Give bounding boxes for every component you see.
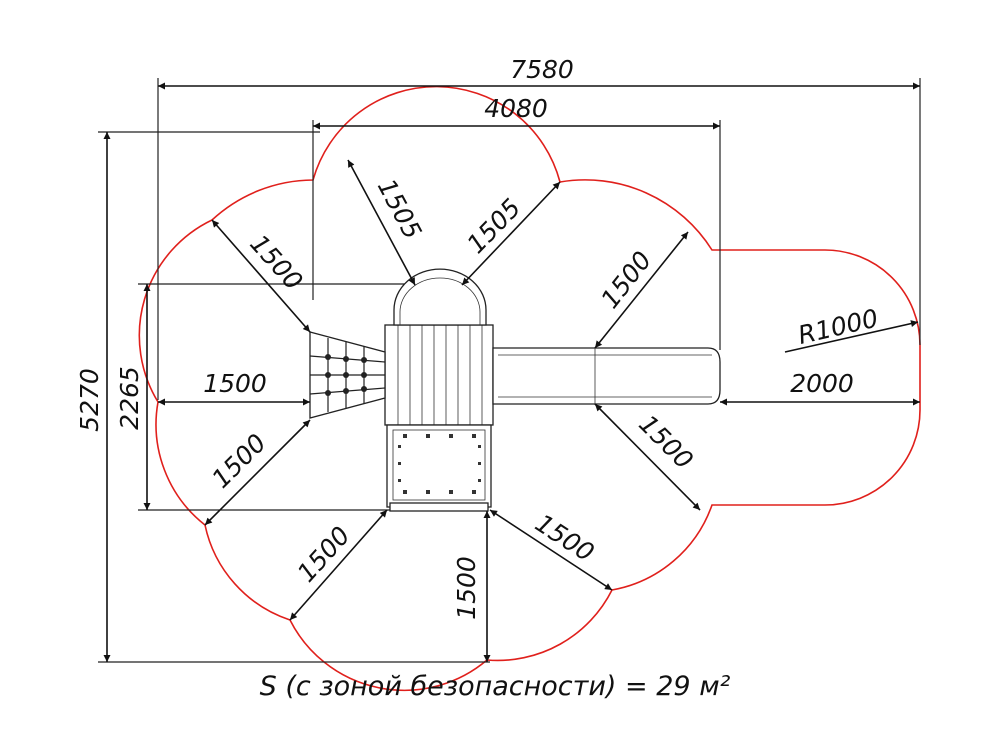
- area-caption: S (с зоной безопасности) = 29 м²: [260, 671, 731, 702]
- dim-structure-width: 4080: [484, 94, 548, 123]
- dim-radius-upper-left: 1500: [244, 229, 308, 296]
- slide: [492, 347, 721, 405]
- dim-radius-slide-lower: 1500: [633, 409, 698, 474]
- tower-deck: [384, 324, 494, 426]
- dim-slide-corner-radius: R1000: [795, 303, 880, 349]
- platform-step: [389, 502, 489, 512]
- dim-radius-left: 1500: [203, 369, 267, 398]
- deck-boards: [397, 325, 483, 425]
- safety-zone-outline: [138, 85, 921, 692]
- climbing-net: [309, 331, 386, 419]
- dim-radius-bottom-left: 1500: [292, 521, 356, 588]
- tower-roof: [393, 268, 487, 326]
- dim-radius-slide-upper: 1500: [595, 246, 657, 314]
- play-structure: [309, 268, 721, 512]
- dim-overall-width: 7580: [510, 55, 574, 84]
- dim-overall-height: 5270: [75, 368, 104, 432]
- platform-bolts: [398, 434, 481, 494]
- dimension-lines: [103, 82, 920, 662]
- dim-structure-height: 2265: [115, 366, 144, 430]
- dim-radius-bottom: 1500: [452, 556, 481, 620]
- dim-radius-lower-left: 1500: [206, 428, 271, 493]
- dim-radius-tower-top: 1505: [461, 193, 526, 259]
- dim-slide-exit-zone: 2000: [790, 369, 854, 398]
- dim-radius-climber-top: 1505: [372, 174, 427, 244]
